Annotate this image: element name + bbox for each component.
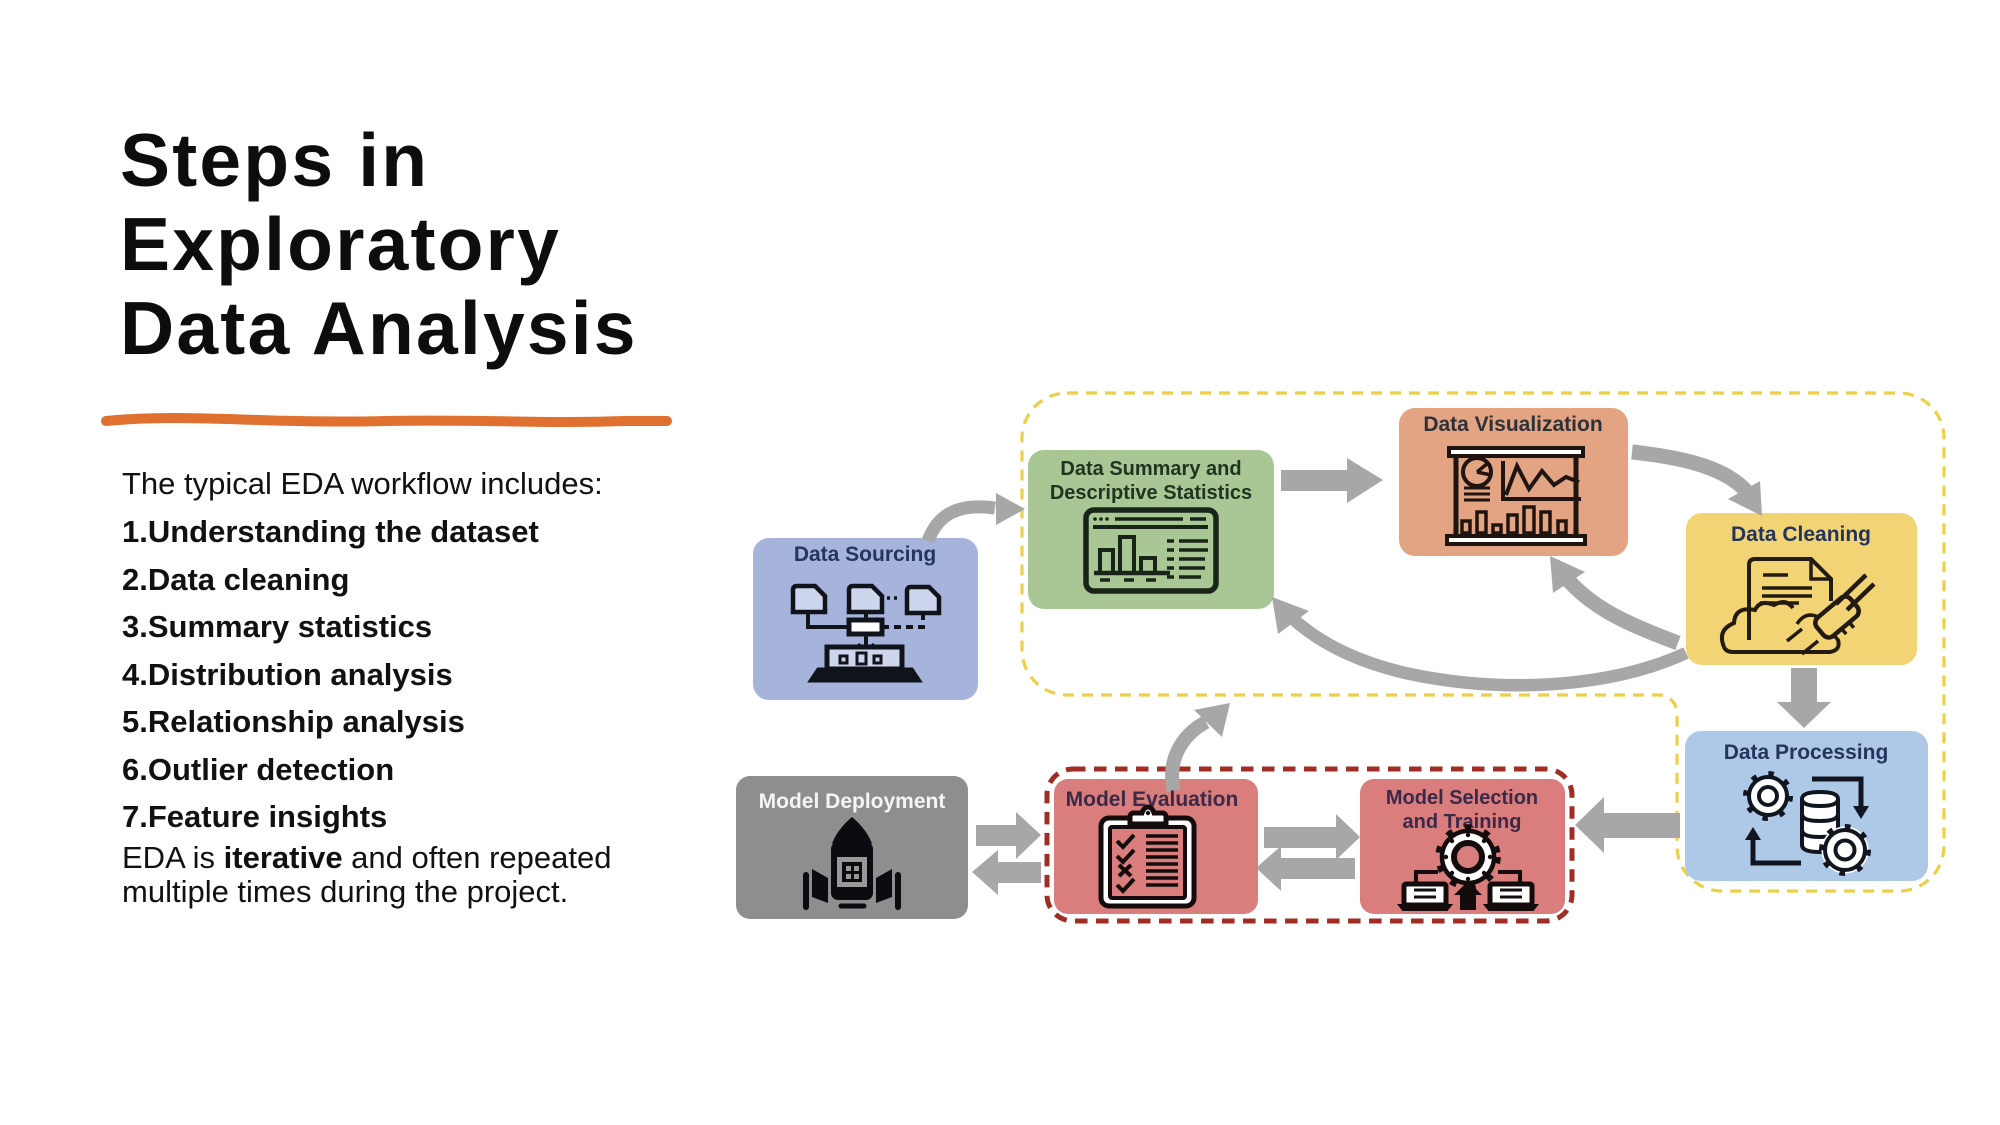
svg-text:Model Deployment: Model Deployment xyxy=(759,790,946,813)
svg-text:Model Selection: Model Selection xyxy=(1386,787,1538,809)
svg-text:Data Processing: Data Processing xyxy=(1724,741,1889,764)
svg-text:Data Visualization: Data Visualization xyxy=(1423,413,1602,436)
svg-text:Model Evaluation: Model Evaluation xyxy=(1066,788,1239,811)
svg-text:Descriptive Statistics: Descriptive Statistics xyxy=(1050,482,1252,504)
svg-text:Data Cleaning: Data Cleaning xyxy=(1731,523,1871,546)
svg-text:Data Sourcing: Data Sourcing xyxy=(794,543,936,566)
svg-text:Data Summary and: Data Summary and xyxy=(1060,458,1241,480)
svg-text:and Training: and Training xyxy=(1403,811,1522,833)
